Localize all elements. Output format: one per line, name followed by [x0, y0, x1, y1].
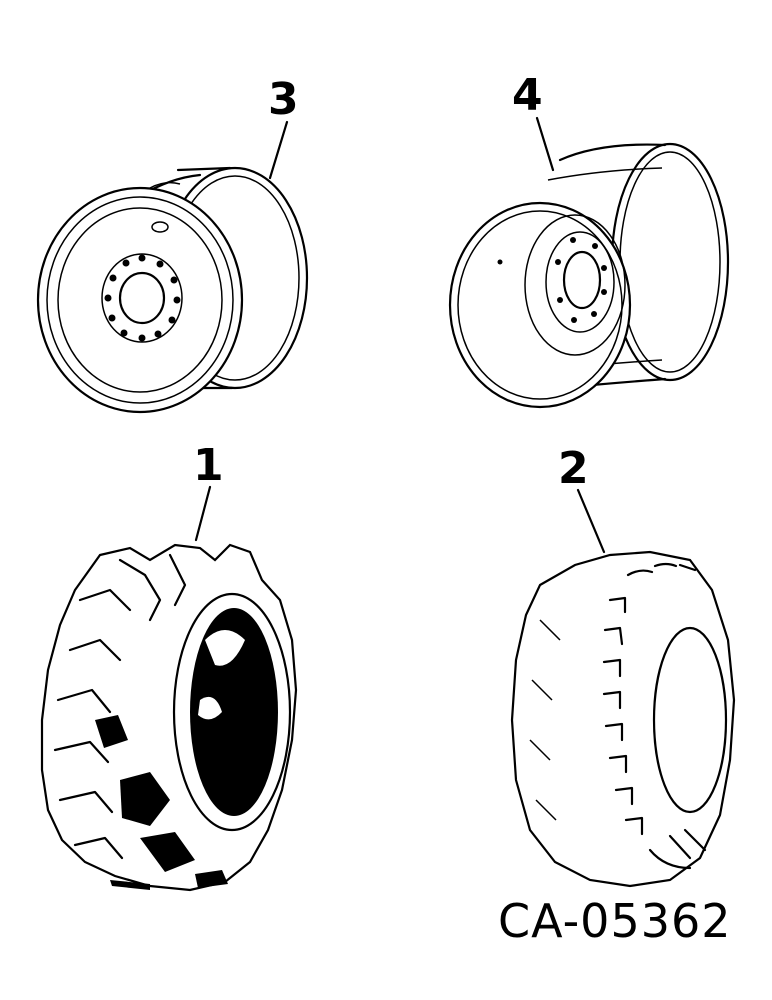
tire-1	[40, 543, 298, 892]
wheel-rim-3	[36, 166, 309, 414]
tire-2	[510, 550, 736, 888]
bolt-pattern	[104, 254, 181, 342]
bolt-pattern-4	[555, 237, 607, 323]
callout-2: 2	[558, 443, 589, 494]
callout-4: 4	[512, 70, 543, 121]
callout-3: 3	[268, 74, 299, 125]
drawing-code: CA-05362	[498, 894, 732, 948]
leader-1	[194, 485, 212, 542]
leader-4	[535, 116, 555, 172]
wheel-rim-4	[448, 142, 730, 409]
leader-2	[576, 488, 606, 554]
leader-lines	[194, 116, 606, 554]
leader-3	[268, 120, 289, 180]
callout-1: 1	[193, 440, 224, 491]
